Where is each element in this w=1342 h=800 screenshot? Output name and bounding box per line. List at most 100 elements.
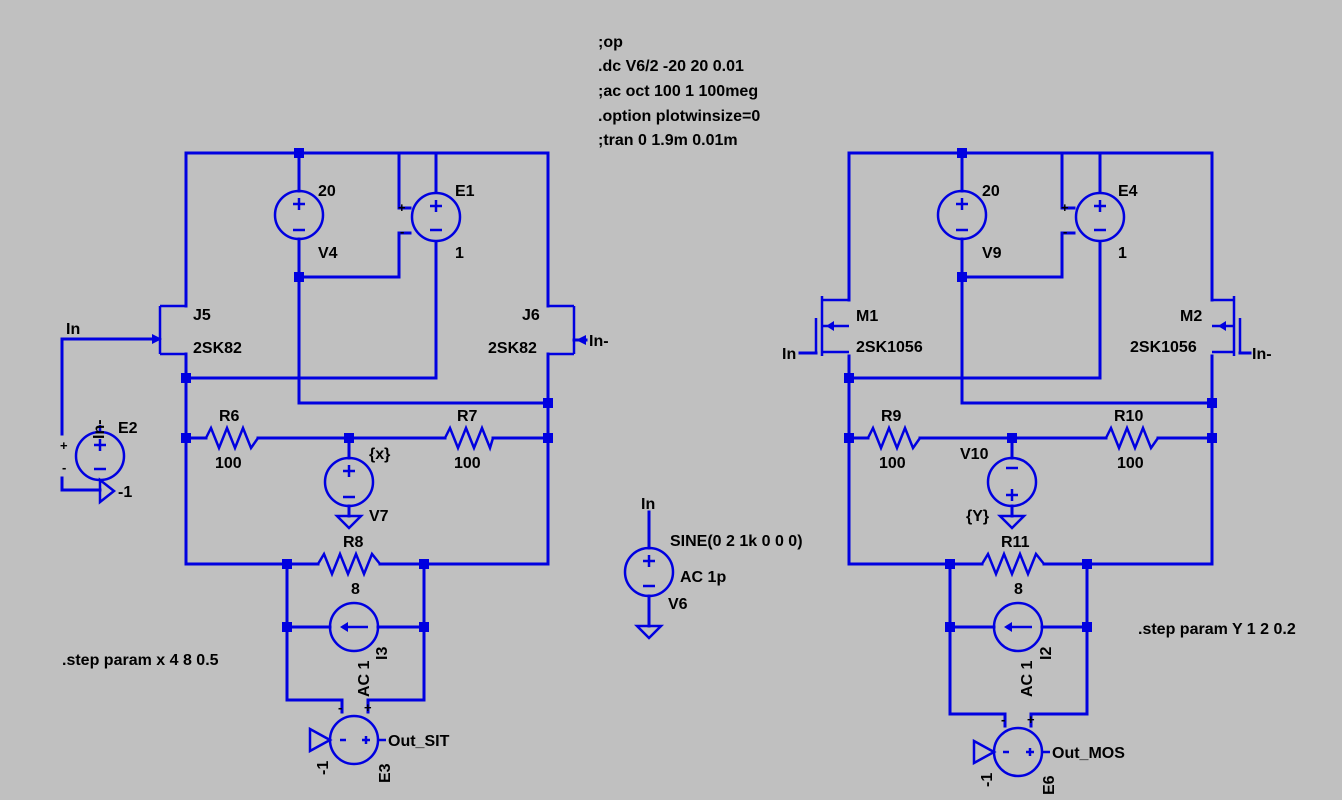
left-circuit: 20 V4 + - E1 1 J5 2SK82 J6 bbox=[60, 148, 609, 783]
r10-name: R10 bbox=[1114, 408, 1143, 425]
e4-name: E4 bbox=[1118, 183, 1138, 200]
e4-vcvs[interactable]: + - E4 1 bbox=[1061, 183, 1138, 262]
i2-name: I2 bbox=[1038, 647, 1055, 660]
svg-text:+: + bbox=[398, 200, 406, 215]
v7-ground-icon bbox=[333, 514, 365, 530]
v4-value: 20 bbox=[318, 183, 336, 200]
r9-name: R9 bbox=[881, 408, 902, 425]
svg-text:-: - bbox=[400, 224, 404, 239]
j6-jfet[interactable]: J6 2SK82 In- bbox=[488, 304, 609, 357]
i3-current-source[interactable]: I3 AC 1 bbox=[328, 601, 391, 697]
r7-value: 100 bbox=[454, 455, 481, 472]
v7-name: V7 bbox=[369, 508, 389, 525]
svg-text:-: - bbox=[62, 460, 66, 475]
i3-name: I3 bbox=[374, 647, 391, 660]
e6-vcvs[interactable]: - + -1 E6 Out_MOS bbox=[972, 712, 1125, 795]
m2-name: M2 bbox=[1180, 308, 1202, 325]
j5-jfet[interactable]: J5 2SK82 bbox=[152, 304, 242, 357]
left-junctions bbox=[181, 148, 553, 632]
e2-vcvs[interactable]: + - In- E2 -1 bbox=[60, 419, 138, 505]
m1-model: 2SK1056 bbox=[856, 339, 923, 356]
r8-value: 8 bbox=[351, 581, 360, 598]
v10-name: V10 bbox=[960, 446, 989, 463]
directive-step-y: .step param Y 1 2 0.2 bbox=[1138, 621, 1296, 638]
e1-vcvs[interactable]: + - E1 1 bbox=[398, 183, 475, 262]
svg-text:+: + bbox=[1061, 200, 1069, 215]
v6-value: SINE(0 2 1k 0 0 0) bbox=[670, 533, 803, 550]
directive-ac: ;ac oct 100 1 100meg bbox=[598, 83, 758, 100]
e3-value: -1 bbox=[315, 761, 332, 775]
directive-option: .option plotwinsize=0 bbox=[598, 108, 760, 125]
r10-value: 100 bbox=[1117, 455, 1144, 472]
spice-directives: ;op .dc V6/2 -20 20 0.01 ;ac oct 100 1 1… bbox=[62, 34, 1296, 669]
r11-value: 8 bbox=[1014, 581, 1023, 598]
m2-net-in-minus: In- bbox=[1252, 346, 1272, 363]
r10-resistor[interactable]: R10 100 bbox=[1104, 408, 1160, 472]
svg-text:-: - bbox=[1063, 224, 1067, 239]
r7-resistor[interactable]: R7 100 bbox=[443, 408, 495, 472]
j6-model: 2SK82 bbox=[488, 340, 537, 357]
r6-resistor[interactable]: R6 100 bbox=[204, 408, 260, 472]
input-source: In SINE(0 2 1k 0 0 0) AC 1p V6 bbox=[623, 496, 803, 640]
j6-net-in-minus: In- bbox=[589, 333, 609, 350]
v6-name: V6 bbox=[668, 596, 688, 613]
directive-tran: ;tran 0 1.9m 0.01m bbox=[598, 132, 738, 149]
v9-value: 20 bbox=[982, 183, 1000, 200]
v10-value: {Y} bbox=[966, 508, 989, 525]
r6-name: R6 bbox=[219, 408, 240, 425]
r7-name: R7 bbox=[457, 408, 478, 425]
directive-step-x: .step param x 4 8 0.5 bbox=[62, 652, 219, 669]
svg-text:+: + bbox=[1027, 712, 1035, 727]
m2-mosfet[interactable]: M2 2SK1056 In- bbox=[1130, 296, 1272, 363]
r9-value: 100 bbox=[879, 455, 906, 472]
r8-resistor[interactable]: R8 8 bbox=[316, 534, 381, 598]
j5-model: 2SK82 bbox=[193, 340, 242, 357]
e3-name: E3 bbox=[377, 763, 394, 783]
v9-name: V9 bbox=[982, 245, 1002, 262]
svg-text:-: - bbox=[338, 700, 342, 715]
r9-resistor[interactable]: R9 100 bbox=[866, 408, 922, 472]
right-circuit: 20 V9 + - E4 1 M1 2SK1056 In bbox=[782, 148, 1272, 795]
r11-name: R11 bbox=[1001, 534, 1030, 551]
e6-name: E6 bbox=[1041, 775, 1058, 795]
net-label-in-left: In bbox=[66, 321, 80, 338]
i3-value: AC 1 bbox=[356, 660, 373, 697]
net-label-in-source: In bbox=[641, 496, 655, 513]
left-wires[interactable] bbox=[60, 151, 588, 714]
v6-voltage-source[interactable]: SINE(0 2 1k 0 0 0) AC 1p V6 bbox=[623, 533, 803, 613]
e2-net-in-minus: In- bbox=[91, 419, 108, 439]
net-label-out-mos: Out_MOS bbox=[1052, 745, 1125, 762]
v4-voltage-source[interactable]: 20 V4 bbox=[273, 183, 338, 262]
e3-vcvs[interactable]: - + -1 E3 Out_SIT bbox=[308, 700, 450, 783]
v10-voltage-source[interactable]: V10 {Y} bbox=[960, 446, 1038, 530]
m1-name: M1 bbox=[856, 308, 878, 325]
net-label-out-sit: Out_SIT bbox=[388, 733, 450, 750]
right-junctions bbox=[844, 148, 1217, 632]
r6-value: 100 bbox=[215, 455, 242, 472]
svg-text:+: + bbox=[60, 438, 68, 453]
i2-current-source[interactable]: I2 AC 1 bbox=[992, 601, 1055, 697]
v4-name: V4 bbox=[318, 245, 338, 262]
r11-resistor[interactable]: R11 8 bbox=[980, 534, 1045, 598]
v7-value: {x} bbox=[369, 446, 390, 463]
net-label-in-right: In bbox=[782, 346, 796, 363]
e2-name: E2 bbox=[118, 420, 138, 437]
v7-voltage-source[interactable]: {x} V7 bbox=[323, 446, 390, 530]
m1-mosfet[interactable]: M1 2SK1056 In bbox=[782, 296, 923, 363]
svg-text:+: + bbox=[364, 700, 372, 715]
j5-name: J5 bbox=[193, 307, 211, 324]
v10-ground-icon bbox=[996, 514, 1028, 530]
r8-name: R8 bbox=[343, 534, 364, 551]
v6-ac: AC 1p bbox=[680, 569, 726, 586]
e1-name: E1 bbox=[455, 183, 475, 200]
e4-value: 1 bbox=[1118, 245, 1127, 262]
m2-model: 2SK1056 bbox=[1130, 339, 1197, 356]
directive-dc: .dc V6/2 -20 20 0.01 bbox=[598, 58, 744, 75]
e1-value: 1 bbox=[455, 245, 464, 262]
v6-ground-icon bbox=[633, 624, 665, 640]
v9-voltage-source[interactable]: 20 V9 bbox=[936, 183, 1002, 262]
right-wires[interactable] bbox=[798, 151, 1252, 728]
svg-text:-: - bbox=[1001, 712, 1005, 727]
e2-value: -1 bbox=[118, 484, 132, 501]
